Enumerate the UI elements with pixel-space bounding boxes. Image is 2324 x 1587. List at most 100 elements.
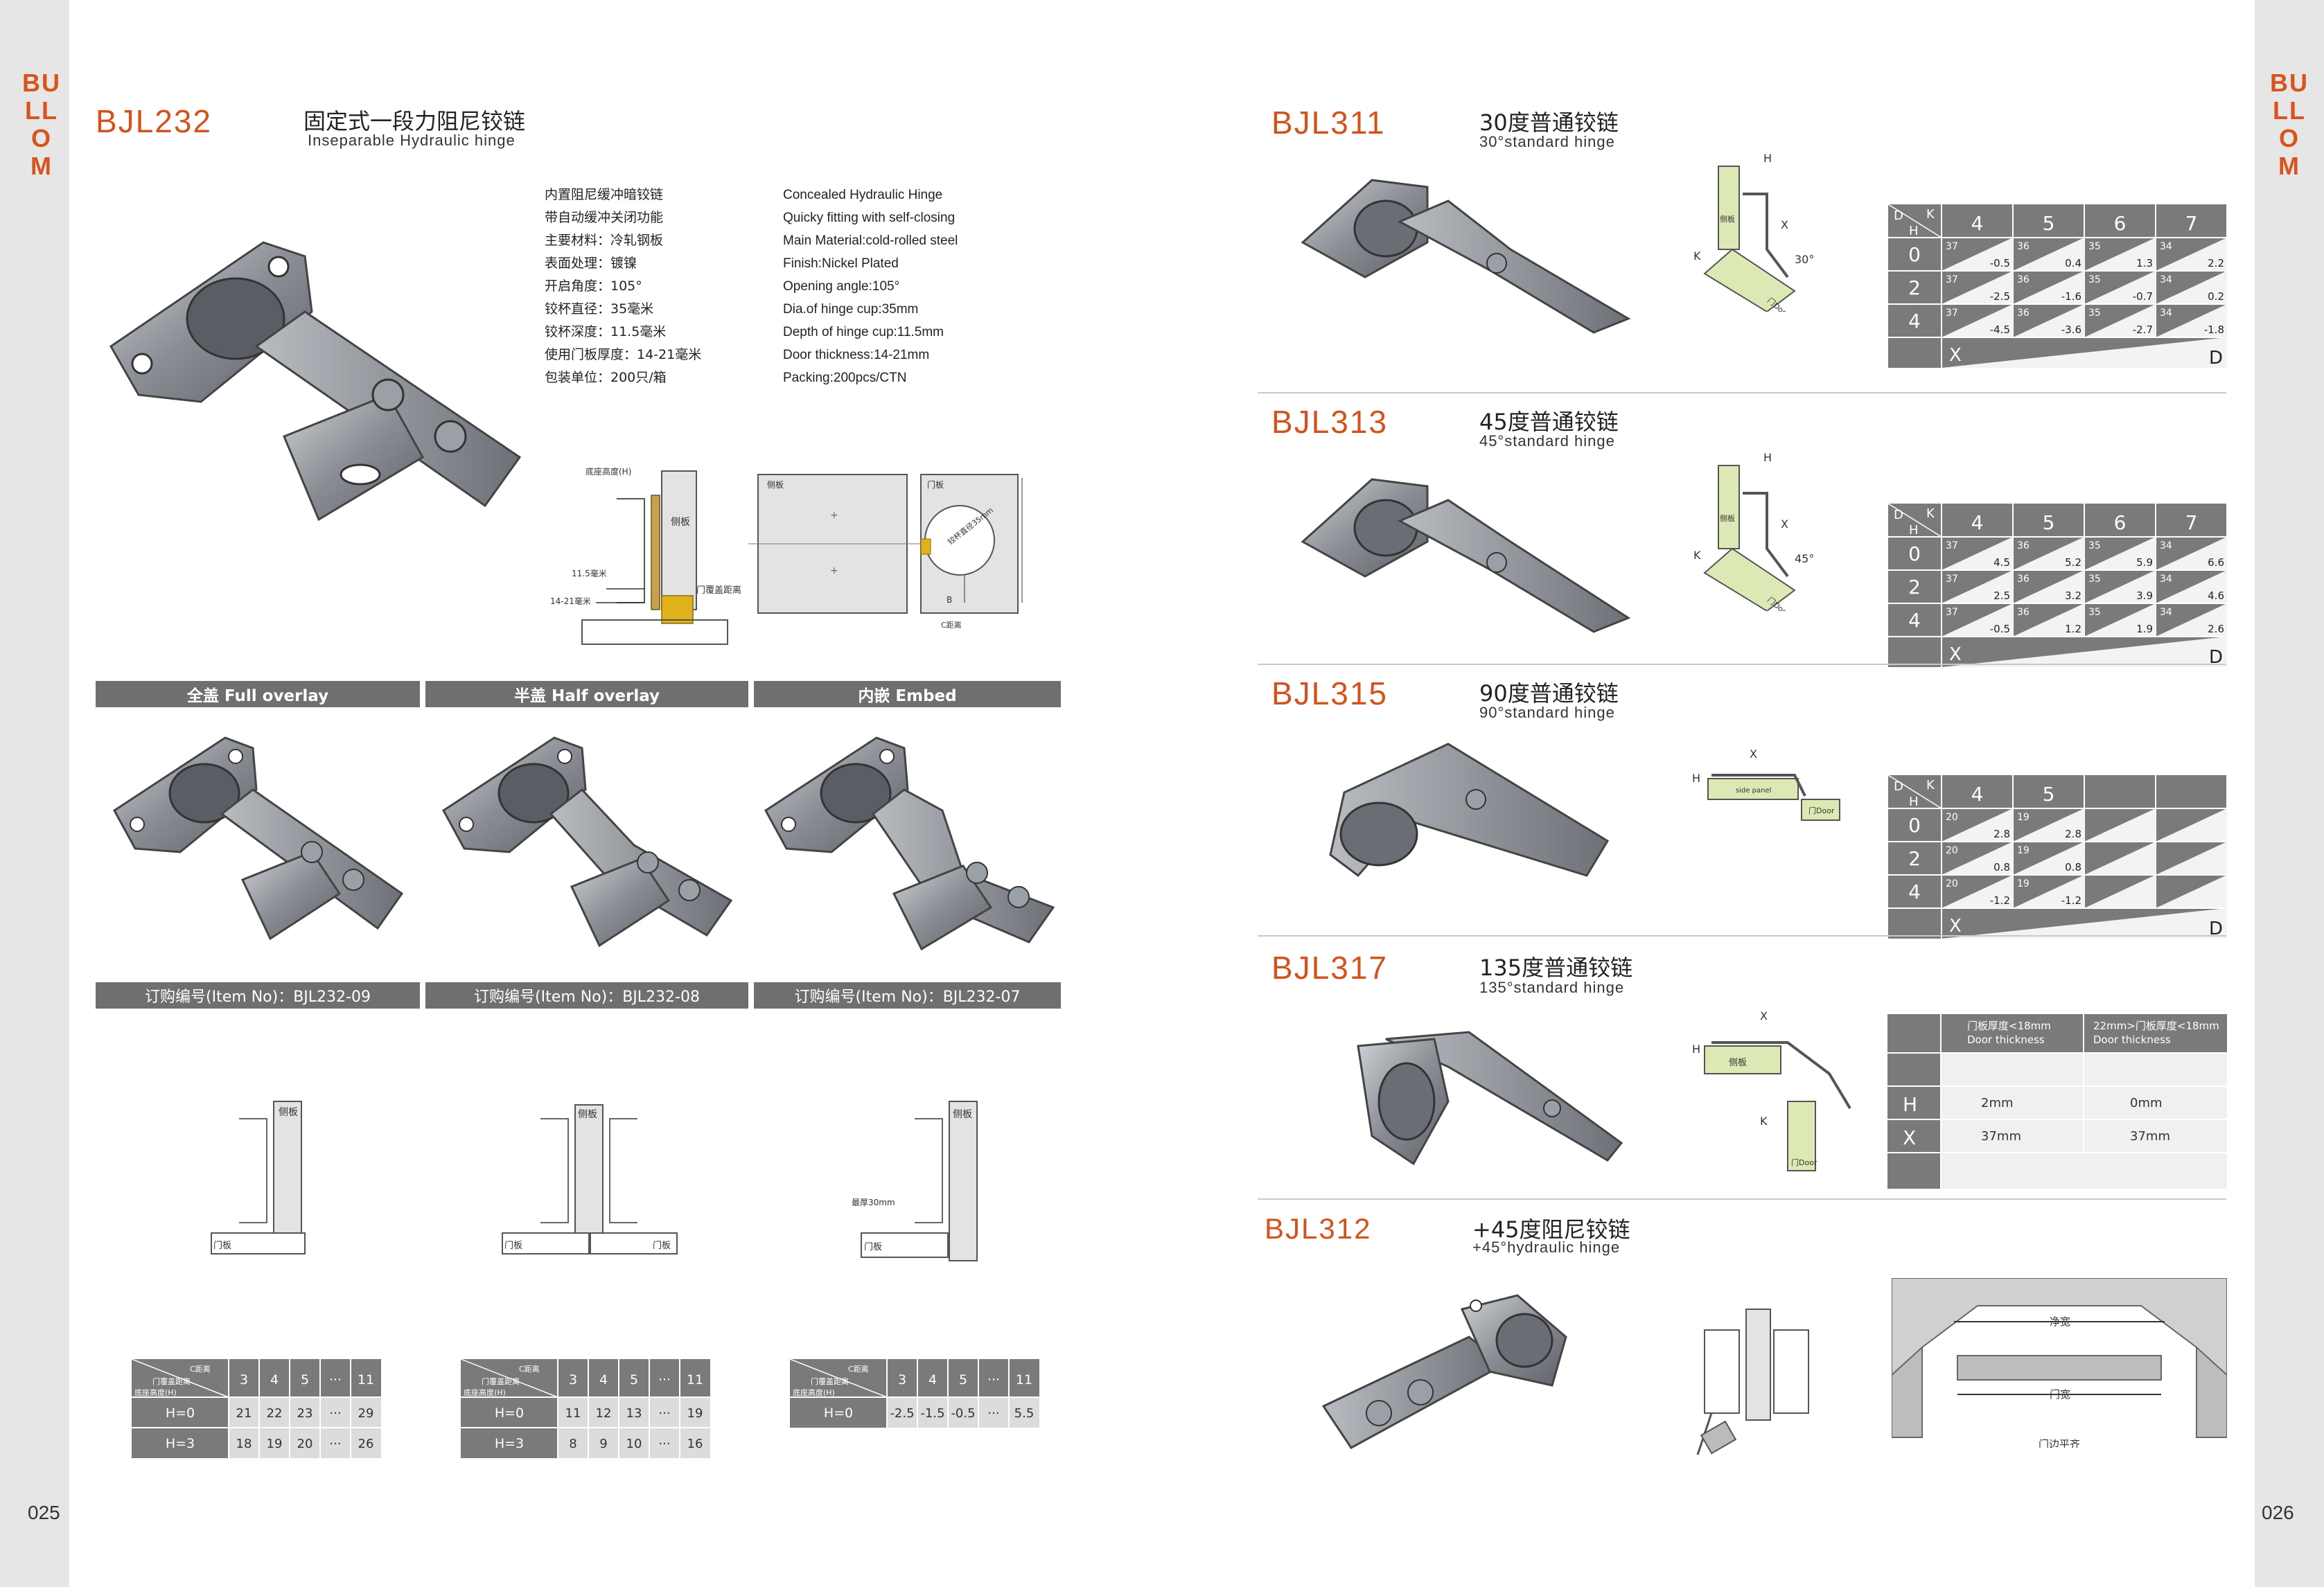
dkh-cell-value: 2.2 bbox=[2208, 257, 2224, 269]
spec-en-1: Quicky fitting with self-closing bbox=[783, 211, 956, 225]
bjl312-net-width-diagram: 净宽 门宽 门边平齐 bbox=[1892, 1278, 2227, 1448]
label-b: B bbox=[947, 595, 952, 605]
dkh-cell-value: 3.2 bbox=[2065, 589, 2081, 602]
cover-table-cell: ··· bbox=[329, 1437, 341, 1451]
dkh-k-0: 4 bbox=[1971, 783, 1984, 806]
dkh-cell-value: -0.7 bbox=[2133, 290, 2153, 303]
cover-table-c-label: C距离 bbox=[848, 1364, 869, 1374]
bjl317-x-b: 37mm bbox=[2130, 1129, 2170, 1144]
dkh-cell-value: 4.6 bbox=[2208, 589, 2224, 602]
cover-table-col-3: ··· bbox=[329, 1372, 342, 1387]
full-overlay-hinge-photo bbox=[113, 736, 404, 941]
bjl317-diagram: X H K 侧板 门Door bbox=[1692, 1011, 1851, 1171]
dkh-cell-top: 35 bbox=[2088, 607, 2101, 618]
dkh-cell-value: -0.5 bbox=[1990, 257, 2010, 269]
mini-door-label-2b: 门板 bbox=[653, 1241, 671, 1251]
cover-table-cell: 10 bbox=[626, 1437, 642, 1451]
spec-en-8: Packing:200pcs/CTN bbox=[783, 371, 907, 385]
cover-table-cell: 9 bbox=[599, 1437, 607, 1451]
svg-text:+: + bbox=[830, 510, 838, 521]
dkh-cell-top: 35 bbox=[2088, 308, 2101, 319]
dkh-cell-value: 6.6 bbox=[2208, 556, 2224, 569]
bjl317-x-label: X bbox=[1760, 1011, 1768, 1022]
full-overlay-install-drawing: 侧板 门板 bbox=[211, 1101, 306, 1254]
cover-table-cell: 22 bbox=[267, 1406, 283, 1421]
dkh-cell-top: 20 bbox=[1946, 845, 1958, 856]
bjl232-specs-zh: 内置阻尼缓冲暗铰链 带自动缓冲关闭功能 主要材料：冷轧钢板 表面处理：镀镍 开启… bbox=[545, 184, 701, 389]
cover-table-cell: -0.5 bbox=[951, 1406, 975, 1421]
dkh-k-0: 4 bbox=[1971, 511, 1984, 534]
cover-table-row-1: H=3 bbox=[166, 1436, 195, 1451]
spec-zh-1: 带自动缓冲关闭功能 bbox=[545, 210, 664, 225]
title-en-3: 90°standard hinge bbox=[1479, 704, 1615, 721]
overlay-label-full: 全盖 Full overlay bbox=[96, 681, 420, 707]
cover-table-cell: 18 bbox=[236, 1437, 252, 1451]
dkh-cell-top: 34 bbox=[2160, 607, 2172, 618]
label-c: C距离 bbox=[941, 620, 962, 630]
dkh-cell-value: 5.9 bbox=[2136, 556, 2153, 569]
dkh-row-h-2: 4 bbox=[1908, 310, 1921, 333]
dkh-k-2: 6 bbox=[2114, 212, 2127, 235]
dkh-cell-top: 37 bbox=[1946, 574, 1958, 585]
cover-table-col-4: 11 bbox=[687, 1372, 703, 1387]
dkh-cell-value: 4.5 bbox=[1993, 556, 2010, 569]
dkh-cell-top: 35 bbox=[2088, 241, 2101, 252]
cover-table-col-4: 11 bbox=[1016, 1372, 1032, 1387]
cover-table-cell: ··· bbox=[987, 1406, 999, 1421]
dkh-row-h-1: 2 bbox=[1908, 847, 1921, 870]
cover-table-cell: 29 bbox=[358, 1406, 374, 1421]
label-door-panel: 门板 bbox=[927, 479, 944, 490]
label-side-panel: 侧板 bbox=[671, 517, 690, 528]
dkh-k-label-2: K bbox=[1926, 506, 1935, 521]
bjl317-h-a: 2mm bbox=[1981, 1096, 2014, 1110]
dkh-cell-value: -2.5 bbox=[1990, 290, 2010, 303]
bjl317-x-a: 37mm bbox=[1981, 1129, 2021, 1144]
cover-table-col-0: 3 bbox=[898, 1372, 906, 1387]
cover-table-cover-label: 门覆盖距离 bbox=[482, 1376, 520, 1386]
dkh-cell-top: 19 bbox=[2017, 878, 2030, 889]
dkh-d-bottom-3: D bbox=[2209, 919, 2223, 939]
cover-table-col-1: 4 bbox=[928, 1372, 937, 1387]
model-1: BJL311 bbox=[1271, 105, 1386, 141]
bjl232-specs-en: Concealed Hydraulic Hinge Quicky fitting… bbox=[783, 184, 958, 389]
item-no-bjl232-07: 订购编号(Item No)：BJL232-07 bbox=[754, 982, 1061, 1009]
bjl312-title-zh: +45度阻尼铰链 bbox=[1472, 1216, 1630, 1243]
x-label-3: X bbox=[1750, 747, 1757, 761]
dkh-x-label-1: X bbox=[1949, 345, 1962, 366]
x-label-1: X bbox=[1781, 218, 1788, 231]
dkh-cell-top: 36 bbox=[2017, 574, 2030, 585]
cover-table-base-label: 底座高度(H) bbox=[464, 1387, 506, 1397]
side-label-2: 侧板 bbox=[1720, 513, 1735, 523]
dkh-k-1: 5 bbox=[2043, 212, 2055, 235]
cover-table-row-0: H=0 bbox=[824, 1406, 853, 1421]
cover-table-cover-label: 门覆盖距离 bbox=[152, 1376, 191, 1386]
spec-en-2: Main Material:cold-rolled steel bbox=[783, 233, 958, 248]
cover-table-row-0: H=0 bbox=[166, 1406, 195, 1421]
dkh-cell-value: 0.4 bbox=[2065, 257, 2081, 269]
cover-table-cell: ··· bbox=[658, 1437, 670, 1451]
cover-table-cell: ··· bbox=[658, 1406, 670, 1421]
cover-table-base-label: 底座高度(H) bbox=[793, 1387, 835, 1397]
spec-zh-8: 包装单位：200只/箱 bbox=[545, 370, 667, 385]
dkh-cell-top: 36 bbox=[2017, 540, 2030, 551]
spec-en-7: Door thickness:14-21mm bbox=[783, 348, 930, 362]
mini-thick-label: 最厚30mm bbox=[852, 1198, 895, 1207]
brand-logo-right: BULLOM bbox=[2270, 69, 2309, 180]
dkh-h-label-3: H bbox=[1909, 795, 1919, 809]
cover-table-c-label: C距离 bbox=[519, 1364, 540, 1374]
cover-table-col-2: 5 bbox=[959, 1372, 967, 1387]
hinge-photo-3 bbox=[1329, 743, 1610, 878]
left-side-strip bbox=[0, 0, 69, 1587]
dkh-cell-value: -2.7 bbox=[2133, 323, 2153, 336]
model-2: BJL313 bbox=[1271, 404, 1389, 440]
bjl232-section-drawing: 底座高度(H) 侧板 11.5毫米 14-21毫米 门覆盖距离 bbox=[550, 466, 741, 645]
bjl232-model: BJL232 bbox=[96, 103, 213, 139]
mini-side-label-2: 侧板 bbox=[578, 1109, 597, 1120]
door-width-label: 门宽 bbox=[2050, 1388, 2070, 1401]
bjl317-row-h: H bbox=[1903, 1093, 1917, 1116]
dkh-row-h-0: 0 bbox=[1908, 542, 1921, 565]
